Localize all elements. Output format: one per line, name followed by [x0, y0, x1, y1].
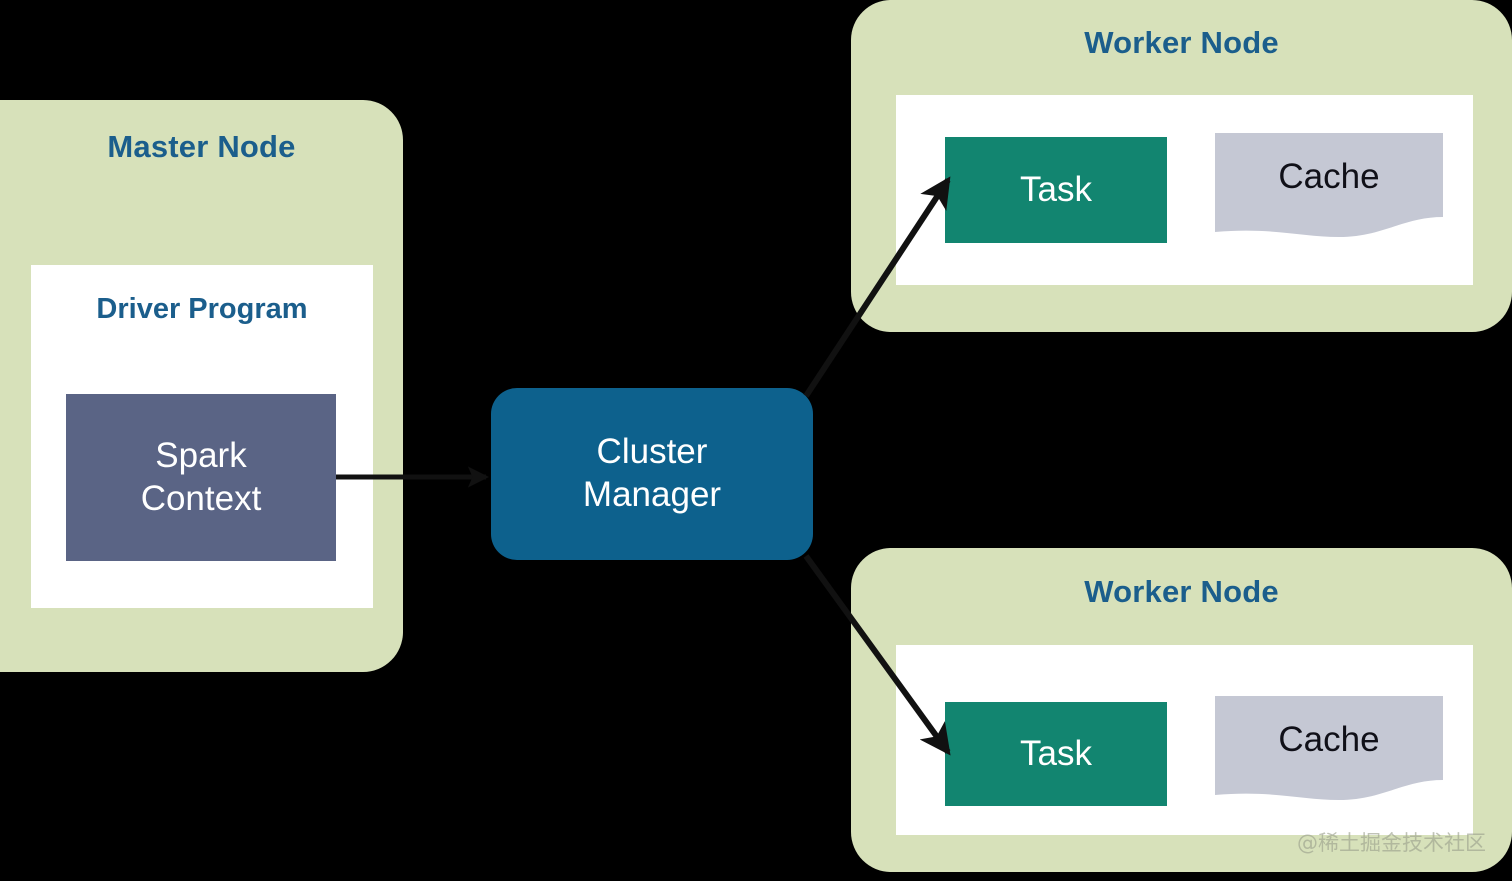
worker-node-1-task-box[interactable]: Task — [945, 137, 1167, 243]
worker-node-1-cache-shape[interactable]: Cache — [1215, 133, 1443, 241]
worker-node-1-task-label: Task — [1020, 169, 1092, 209]
worker-node-2-cache-shape[interactable]: Cache — [1215, 696, 1443, 804]
worker-node-2-title: Worker Node — [1084, 574, 1279, 609]
watermark-text: @稀土掘金技术社区 — [1297, 831, 1486, 855]
worker-node-2-cache-label: Cache — [1278, 720, 1380, 759]
cluster-manager-label: Cluster Manager — [582, 432, 722, 514]
worker-node-2-task-label: Task — [1020, 733, 1092, 773]
worker-node-1-title: Worker Node — [1084, 25, 1279, 60]
worker-node-1-cache-label: Cache — [1278, 157, 1380, 196]
spark-context-label: Spark Context — [140, 435, 262, 518]
spark-context-box[interactable]: Spark Context — [66, 394, 336, 561]
master-node-title: Master Node — [107, 129, 296, 164]
driver-program-title: Driver Program — [96, 293, 308, 325]
cluster-manager-box[interactable]: Cluster Manager — [491, 388, 813, 560]
worker-node-2-task-box[interactable]: Task — [945, 702, 1167, 806]
